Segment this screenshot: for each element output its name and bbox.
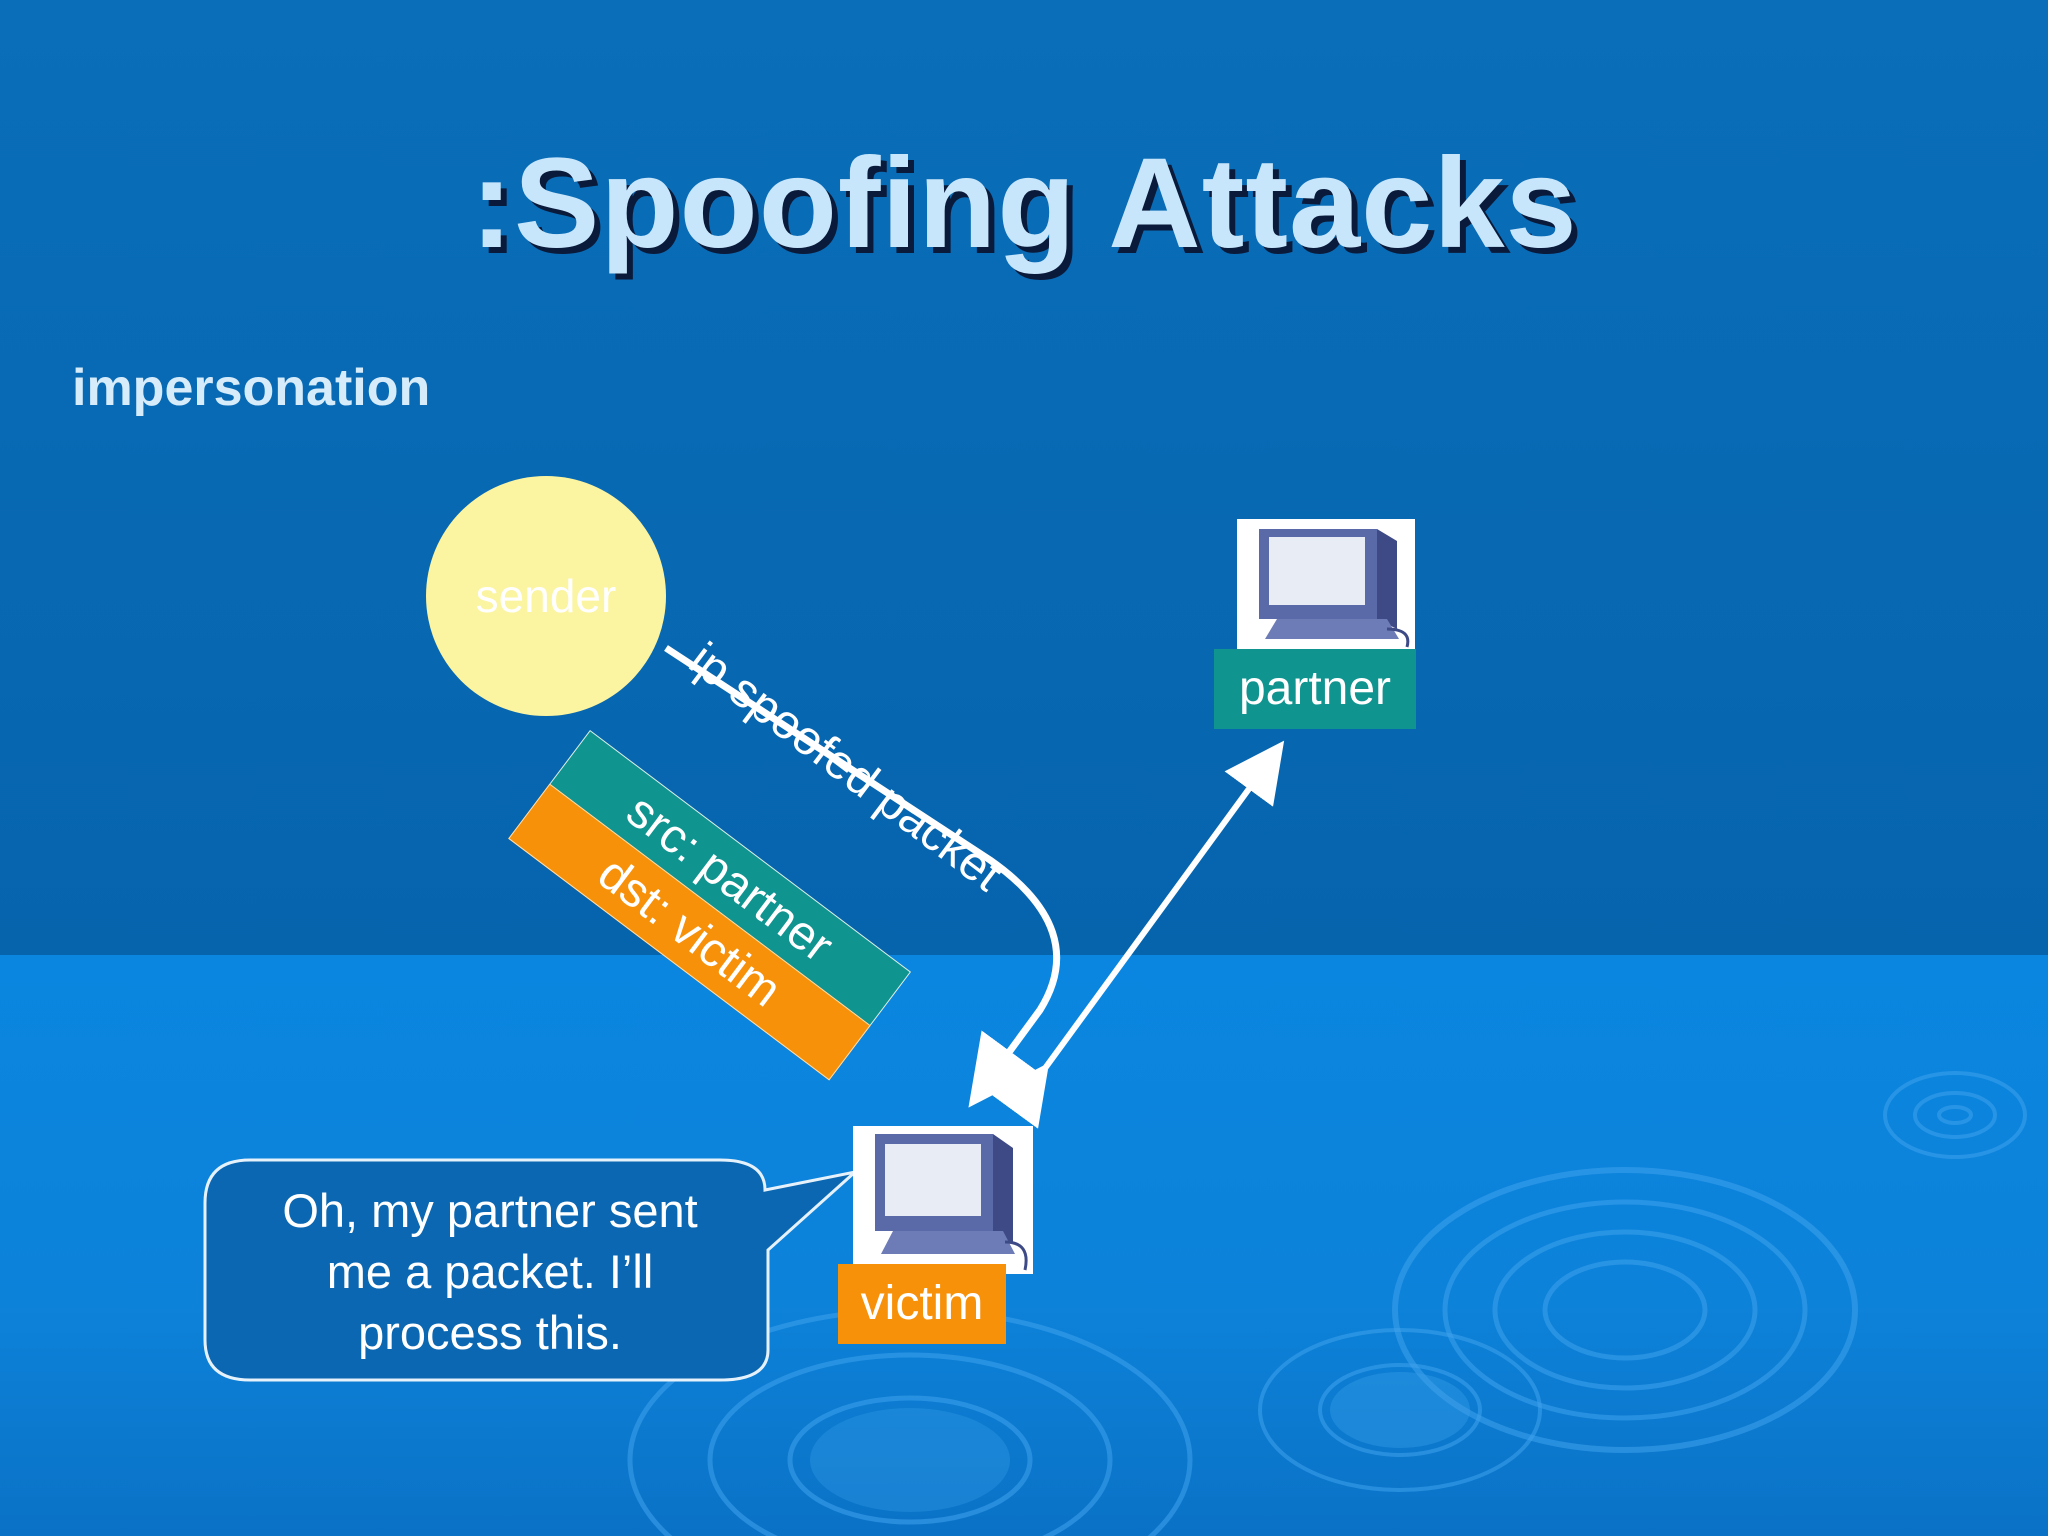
slide-title: :Spoofing Attacks [470, 132, 1578, 275]
victim-label: victim [838, 1264, 1006, 1344]
speech-bubble-line: Oh, my partner sent [282, 1184, 698, 1237]
slide-subtitle: impersonation [72, 359, 431, 417]
speech-bubble-shape [203, 1158, 861, 1382]
speech-bubble-line: process this. [358, 1306, 622, 1359]
desktop-computer-icon [1237, 519, 1415, 649]
sender-node: sender [426, 476, 666, 716]
speech-bubble-line: me a packet. I’ll [326, 1245, 654, 1298]
partner-label: partner [1214, 649, 1416, 729]
speech-bubble-text: Oh, my partner sent me a packet. I’ll pr… [210, 1180, 770, 1363]
sender-label: sender [475, 570, 617, 622]
partner-victim-link [989, 740, 1285, 1129]
desktop-computer-icon [853, 1126, 1033, 1274]
